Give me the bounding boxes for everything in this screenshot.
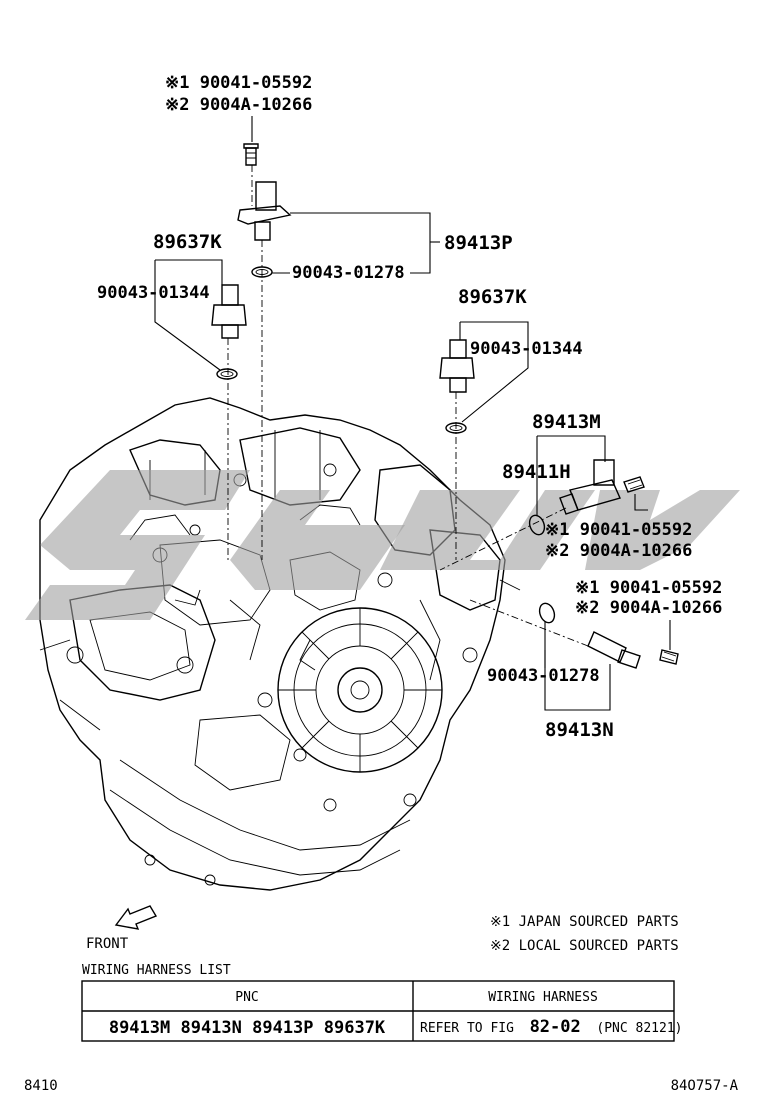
callout-oring-left[interactable]: 90043-01344	[97, 283, 210, 303]
callout-n-bolt-japan[interactable]: ※1 90041-05592	[575, 578, 722, 598]
front-arrow-icon	[114, 905, 158, 930]
harness-refer-fig[interactable]: 82-02	[530, 1017, 581, 1037]
harness-refer[interactable]: REFER TO FIG 82-02 (PNC 82121)	[420, 1017, 682, 1037]
callout-n-bolt-local[interactable]: ※2 9004A-10266	[575, 598, 722, 618]
switch-89637k-left[interactable]	[211, 284, 247, 380]
footer-page-number: 8410	[24, 1078, 58, 1094]
callout-m-bolt-japan[interactable]: ※1 90041-05592	[545, 520, 692, 540]
callout-sensor-m[interactable]: 89413M	[532, 411, 601, 433]
harness-title: WIRING HARNESS LIST	[82, 963, 231, 978]
callout-oring-n[interactable]: 90043-01278	[487, 666, 600, 686]
front-label: FRONT	[86, 936, 129, 952]
callout-switch-right[interactable]: 89637K	[458, 286, 527, 308]
legend-local: ※2 LOCAL SOURCED PARTS	[490, 938, 679, 954]
callout-sensor-h[interactable]: 89411H	[502, 461, 571, 483]
harness-pnc-value[interactable]: 89413M 89413N 89413P 89637K	[109, 1018, 386, 1038]
transaxle-assembly	[39, 397, 521, 891]
sensor-89413n[interactable]	[537, 601, 679, 669]
sensor-89413p[interactable]	[237, 143, 292, 278]
legend-japan: ※1 JAPAN SOURCED PARTS	[490, 914, 679, 930]
callout-sensor-p[interactable]: 89413P	[444, 232, 513, 254]
footer-diagram-code: 84O757-A	[671, 1078, 739, 1094]
callout-top-bolt-japan[interactable]: ※1 90041-05592	[165, 73, 312, 93]
leader-lines	[154, 116, 671, 711]
watermark-logo	[25, 470, 740, 620]
callout-sensor-n[interactable]: 89413N	[545, 719, 614, 741]
harness-refer-prefix: REFER TO FIG	[420, 1021, 514, 1036]
callout-oring-right[interactable]: 90043-01344	[470, 339, 583, 359]
callout-oring-p[interactable]: 90043-01278	[292, 263, 405, 283]
callout-m-bolt-local[interactable]: ※2 9004A-10266	[545, 541, 692, 561]
callout-top-bolt-local[interactable]: ※2 9004A-10266	[165, 95, 312, 115]
harness-col-pnc: PNC	[235, 990, 258, 1005]
harness-table	[81, 980, 675, 1042]
switch-89637k-right[interactable]	[439, 339, 475, 434]
harness-col-harness: WIRING HARNESS	[488, 990, 598, 1005]
callout-switch-left[interactable]: 89637K	[153, 231, 222, 253]
harness-refer-pnc: (PNC 82121)	[596, 1021, 682, 1036]
